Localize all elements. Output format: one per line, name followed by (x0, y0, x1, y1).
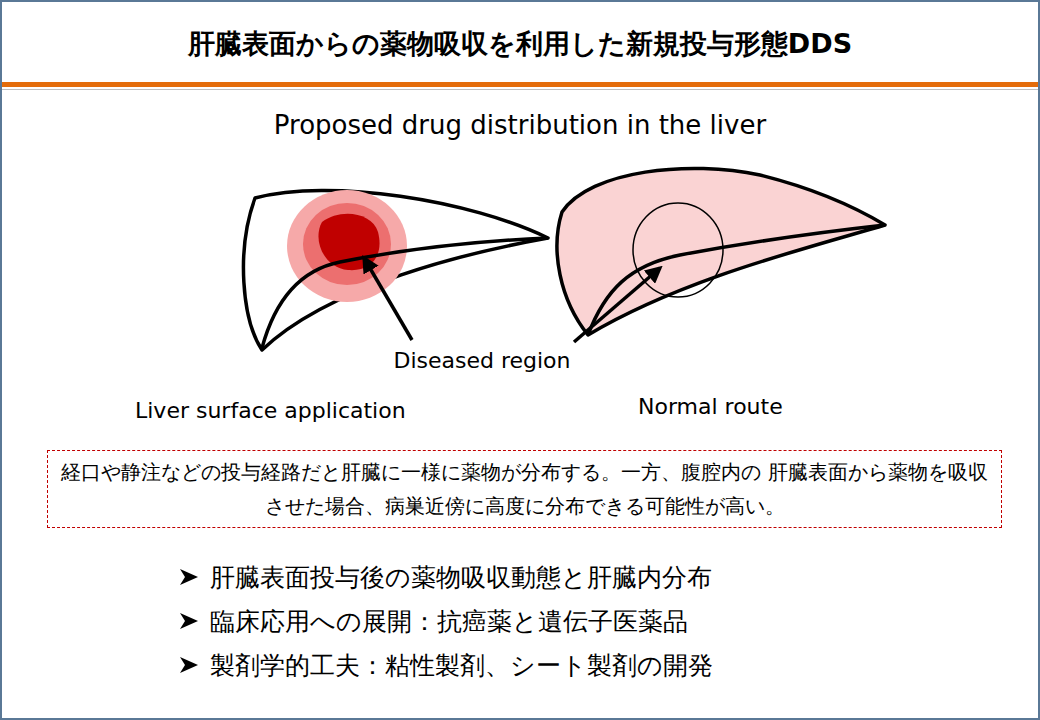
route-label: Liver surface application (135, 398, 406, 423)
route-label: Normal route (638, 394, 783, 419)
note-box: 経口や静注などの投与経路だと肝臓に一様に薬物が分布する。一方、腹腔内の 肝臓表面… (47, 450, 1002, 528)
slide-title: 肝臓表面からの薬物吸収を利用した新規投与形態DDS (188, 26, 852, 62)
liver-left (243, 190, 548, 350)
leader-arrow (364, 258, 412, 340)
bullet-item: 製剤学的工夫：粘性製剤、シート製剤の開発 (210, 649, 713, 682)
bullet-item: 肝臓表面投与後の薬物吸収動態と肝臓内分布 (210, 561, 712, 594)
liver-lobe-line (262, 238, 548, 348)
liver-lobe-line (588, 225, 885, 335)
bullet-markers (180, 569, 198, 673)
title-rule (2, 82, 1038, 87)
subtitle: Proposed drug distribution in the liver (274, 110, 766, 140)
drug-spread-outer (287, 190, 407, 302)
leader-arrow (574, 268, 660, 342)
note-text: 経口や静注などの投与経路だと肝臓に一様に薬物が分布する。一方、腹腔内の 肝臓表面… (60, 455, 989, 523)
title-rule-thin (2, 89, 1038, 90)
bullet-item: 臨床応用への展開：抗癌薬と遺伝子医薬品 (210, 605, 688, 638)
drug-spread-middle (303, 203, 391, 285)
region-label: Diseased region (393, 348, 570, 373)
liver-right (557, 168, 885, 335)
